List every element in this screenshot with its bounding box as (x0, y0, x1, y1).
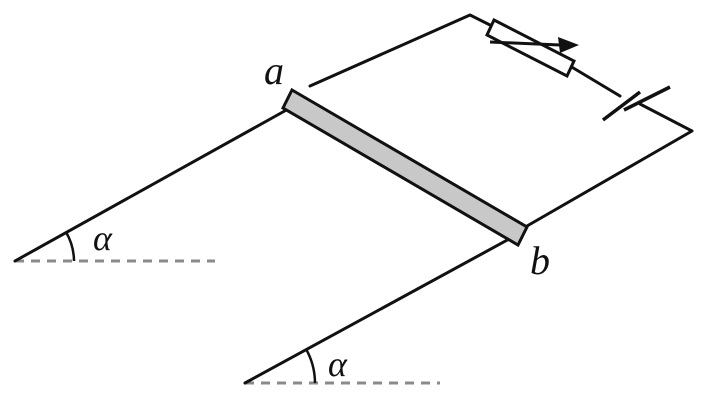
variable-resistor (485, 17, 579, 79)
label-point-a: a (264, 48, 284, 93)
rheostat-arrow-head (558, 37, 579, 53)
conducting-rod-ab (281, 87, 529, 248)
upper-rail (13, 106, 292, 263)
label-angle-upper: α (93, 218, 113, 258)
label-angle-lower: α (328, 344, 348, 384)
battery-plate-right (623, 85, 671, 112)
battery-plate-left (601, 90, 642, 122)
upper-angle-arc (64, 231, 76, 262)
label-point-b: b (530, 238, 550, 283)
rheostat-arrow-line (489, 40, 561, 47)
battery (601, 85, 671, 122)
lower-rail (243, 230, 524, 385)
lower-angle-arc (304, 348, 317, 384)
wire-resistor-to-battery (568, 64, 622, 98)
resistor-body (485, 17, 576, 79)
wire-battery-to-corner (525, 102, 694, 228)
upper-circuit-wire (308, 13, 492, 88)
